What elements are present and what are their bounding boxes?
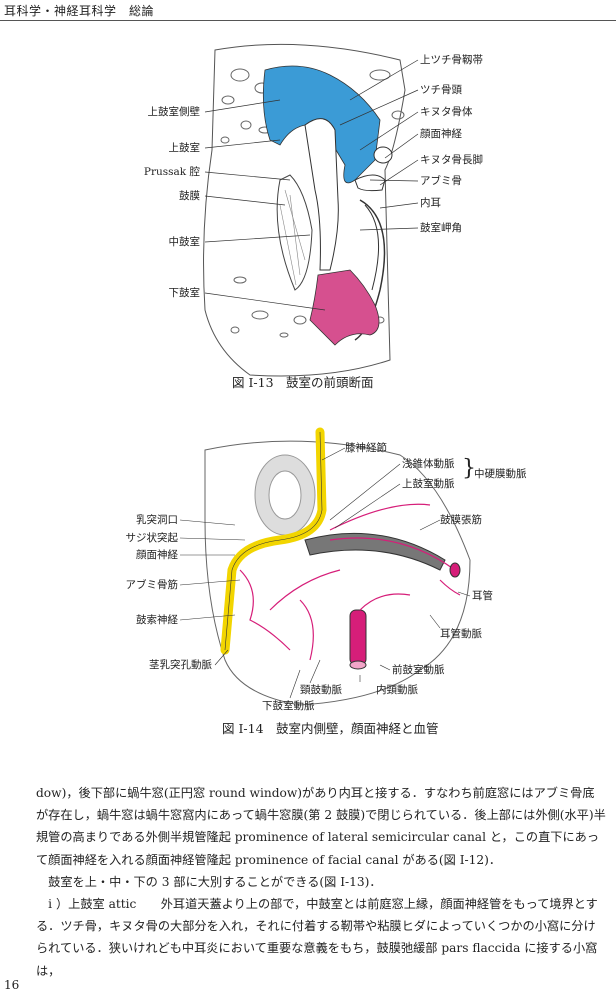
label-tubal-artery: 耳管動脈 [440,628,482,640]
label-facial-nerve-2: 顔面神経 [136,549,178,561]
label-stapedius-muscle: アブミ骨筋 [125,579,179,591]
paragraph: dow)，後下部に蝸牛窓(正円窓 round window)があり内耳と接する．… [36,786,606,867]
page-number: 16 [4,978,20,992]
label-hypotympanum: 下鼓室 [168,287,201,299]
label-superior-malleolar-ligament: 上ツチ骨靱帯 [420,54,483,66]
label-promontory: 鼓室岬角 [420,222,462,234]
figure-i-14-illustration [179,427,471,706]
label-internal-carotid-artery: 内頸動脈 [376,684,418,696]
running-head: 耳科学・神経耳科学 総論 [4,4,155,18]
label-attic-lateral-wall: 上鼓室側壁 [147,106,201,118]
label-stapes: アブミ骨 [420,175,462,187]
label-eustachian-tube: 耳管 [472,590,493,602]
label-anterior-tympanic-artery: 前鼓室動脈 [392,664,445,676]
label-prussak-space: Prussak 腔 [143,166,200,178]
label-geniculate-ganglion: 膝神経節 [345,442,387,454]
label-malleus-head: ツチ骨頭 [420,84,462,96]
figure-i-13-illustration [203,43,419,377]
label-inferior-tympanic-artery: 下鼓室動脈 [262,700,315,712]
body-text: dow)，後下部に蝸牛窓(正円窓 round window)があり内耳と接する．… [36,782,606,982]
brace: } [462,456,476,481]
label-incus-body: キヌタ骨体 [420,106,473,118]
paragraph: i ）上鼓室 attic 外耳道天蓋より上の部で，中鼓室とは前庭窓上縁，顔面神経… [36,897,598,978]
label-chorda-tympani: 鼓索神経 [136,614,178,626]
label-stylomastoid-artery: 茎乳突孔動脈 [149,659,212,671]
label-aditus: 乳突洞口 [136,514,178,526]
label-incus-long-process: キヌタ骨長脚 [420,154,483,166]
internal-carotid [349,609,367,666]
figure-i-13-caption: 図 I-13 鼓室の前頭断面 [232,375,374,390]
label-attic: 上鼓室 [168,142,201,154]
label-tympanic-membrane: 鼓膜 [179,190,200,202]
label-superior-tympanic-artery: 上鼓室動脈 [402,478,455,490]
figure-i-14-caption: 図 I-14 鼓室内側壁，顔面神経と血管 [222,721,439,736]
figure-i-14: 膝神経節 浅錐体動脈 上鼓室動脈 } 中硬膜動脈 鼓膜張筋 耳管 耳管動脈 乳突… [0,420,616,740]
header-rule [0,20,616,21]
label-mesotympanum: 中鼓室 [168,236,201,248]
label-facial-nerve: 顔面神経 [420,128,462,140]
hypotympanum-region [309,269,380,346]
label-middle-meningeal-artery: 中硬膜動脈 [474,468,527,480]
figure-i-13: 上ツチ骨靱帯 ツチ骨頭 キヌタ骨体 顔面神経 キヌタ骨長脚 アブミ骨 内耳 鼓室… [0,30,616,400]
label-caroticotympanic-artery: 頸鼓動脈 [300,684,342,696]
label-superficial-petrosal-artery: 浅錐体動脈 [402,458,455,470]
paragraph: 鼓室を上・中・下の 3 部に大別することができる(図 I-13)． [36,874,382,889]
label-tensor-tympani: 鼓膜張筋 [440,514,482,526]
label-cochleariform-process: サジ状突起 [125,532,179,544]
running-header: 耳科学・神経耳科学 総論 [0,0,616,22]
label-inner-ear: 内耳 [420,197,441,209]
